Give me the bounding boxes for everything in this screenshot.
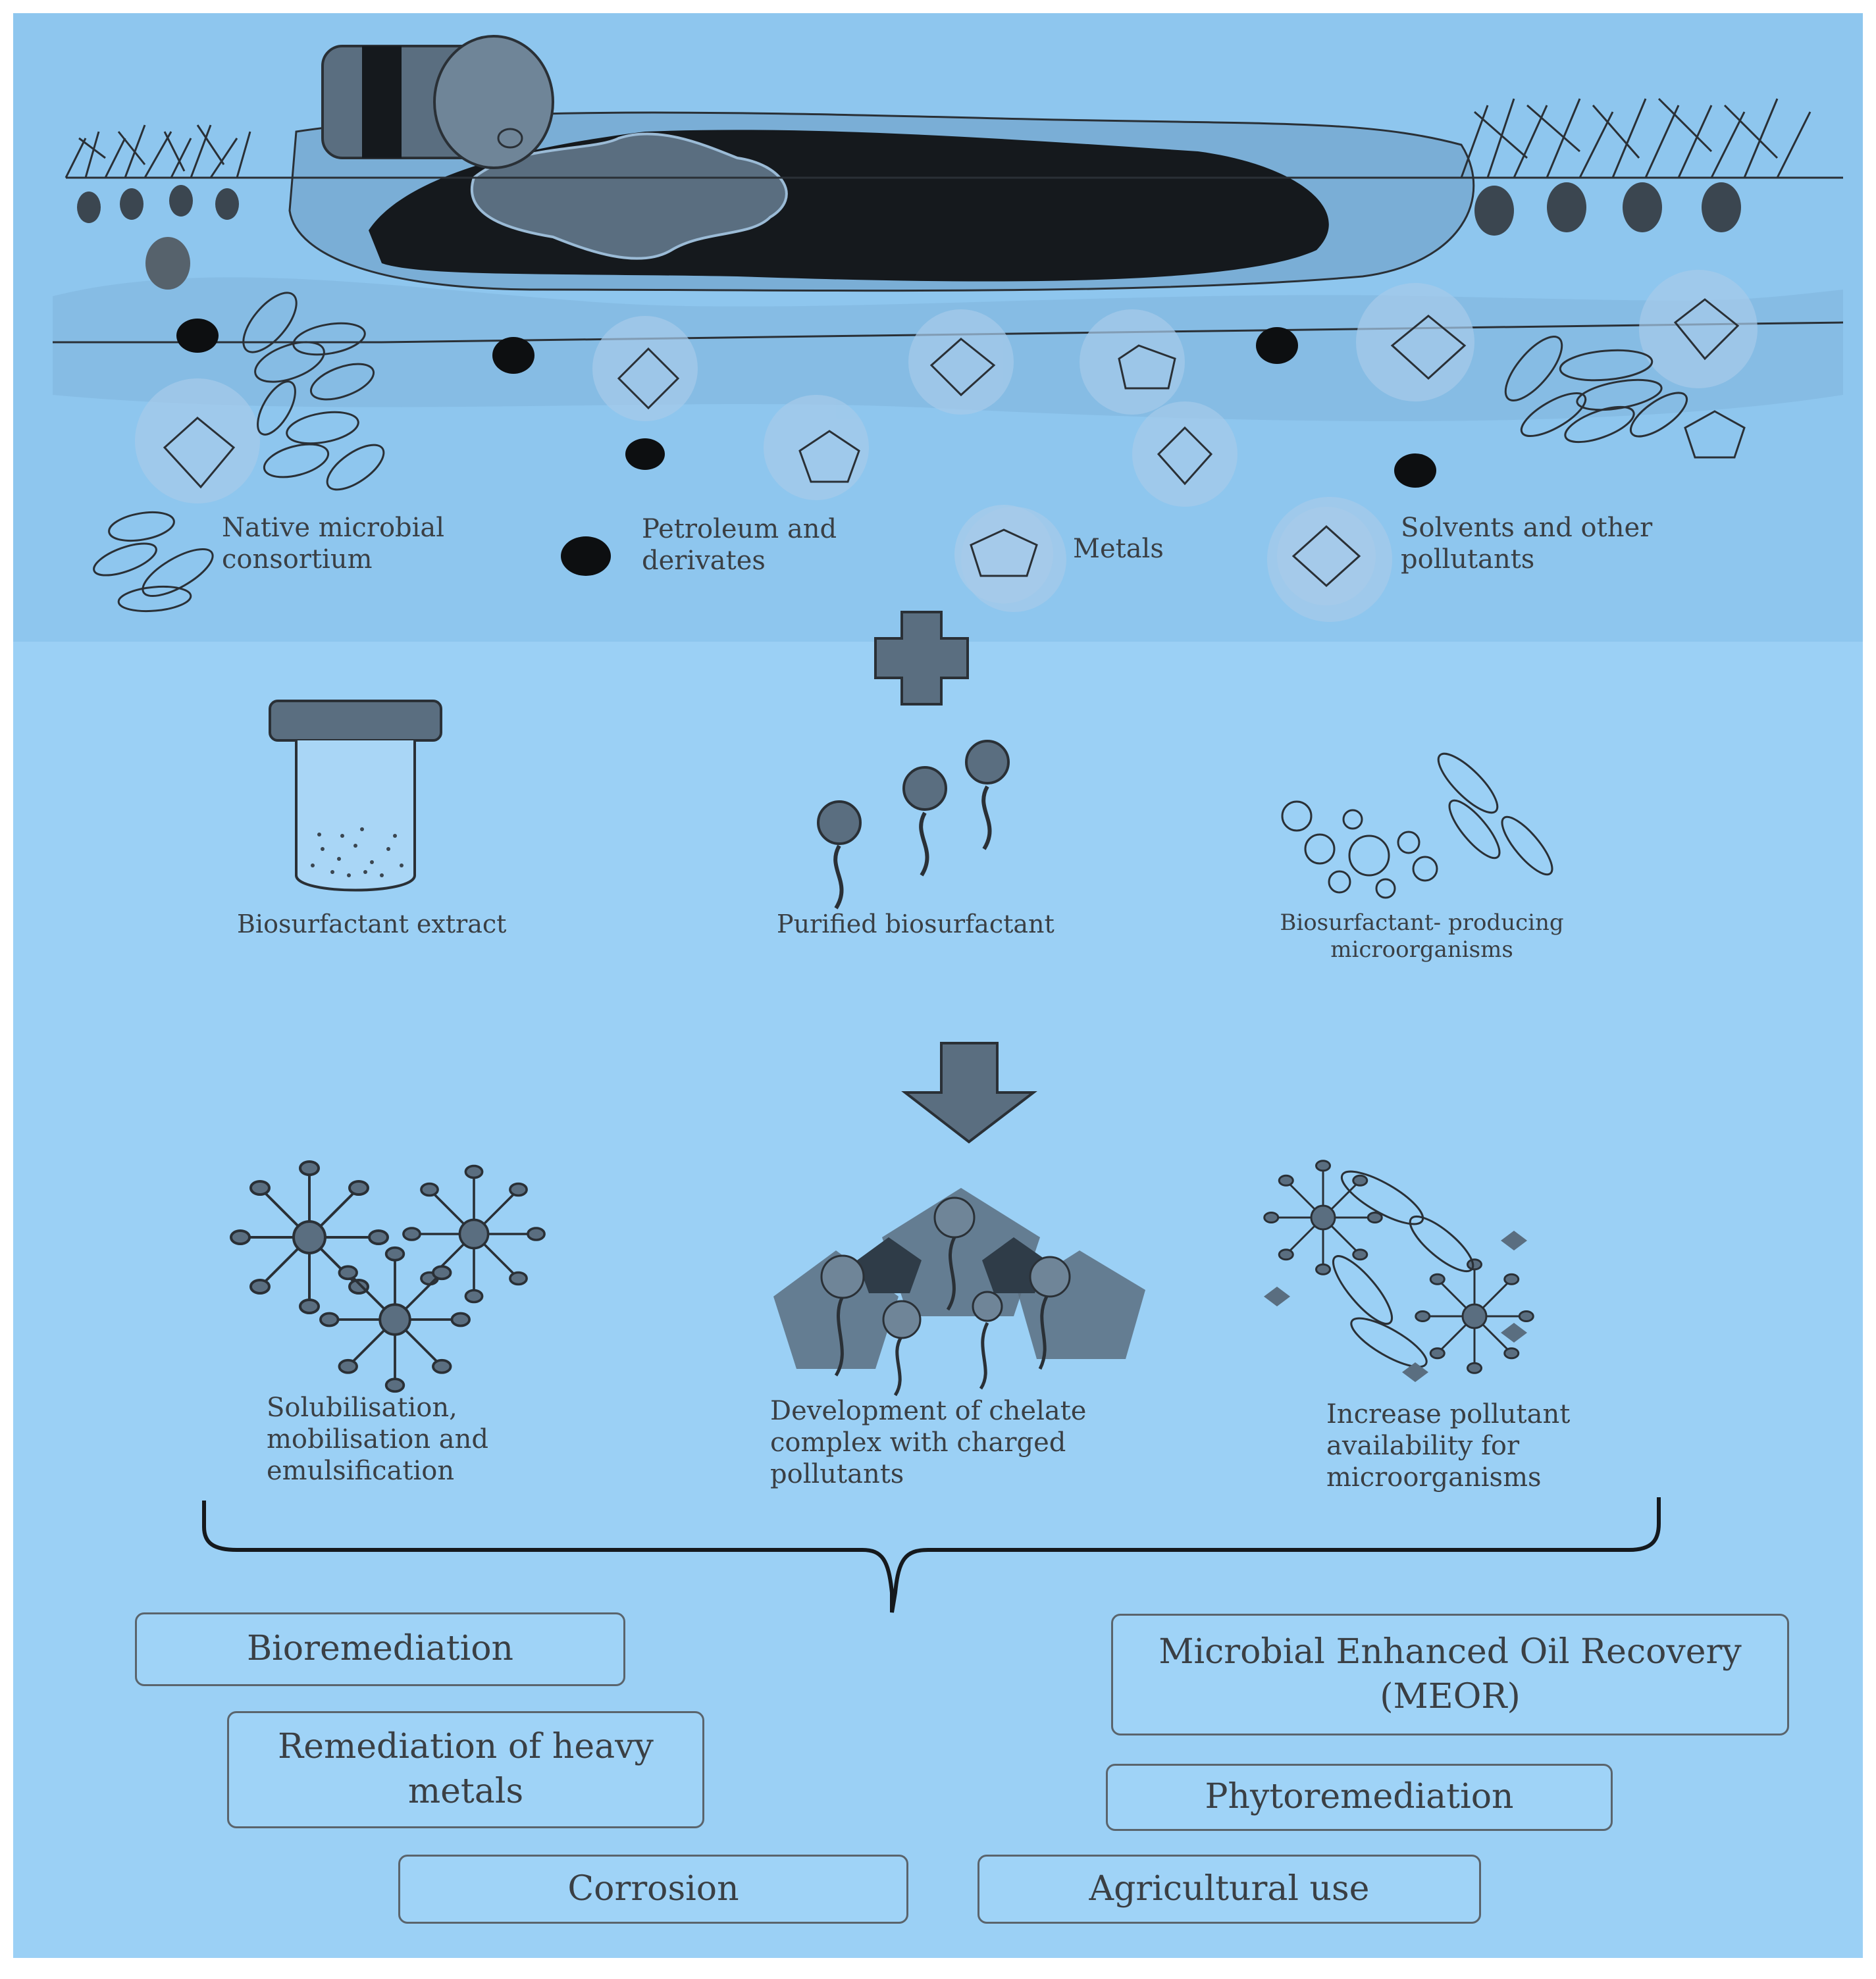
grass-right-icon (1460, 97, 1811, 178)
petroleum-dots (176, 319, 1436, 488)
legend-solvent-icon (1291, 525, 1361, 588)
corrosion-box: Corrosion (398, 1855, 908, 1924)
microbe-cluster-right (1504, 336, 1688, 444)
heavy-metals-label: Remediation of heavy metals (278, 1727, 654, 1811)
bioremediation-label: Bioremediation (246, 1629, 514, 1669)
bioremediation-box: Bioremediation (135, 1612, 625, 1686)
soil-scene (53, 35, 1844, 622)
heavy-metals-box: Remediation of heavy metals (227, 1711, 704, 1828)
phytoremediation-label: Phytoremediation (1205, 1777, 1514, 1817)
legend-metals-label: Metals (1073, 534, 1164, 564)
solvent-diamonds (163, 298, 1740, 489)
biosurfactant-extract-label: Biosurfactant extract (237, 910, 507, 938)
legend-microbial-label: Native microbial consortium (222, 513, 445, 575)
legend-metal-icon (970, 528, 1038, 577)
producing-microorganisms-label: Biosurfactant- producing microorganisms (1280, 910, 1564, 963)
oil-barrel-icon (321, 35, 554, 169)
corrosion-label: Corrosion (567, 1868, 739, 1909)
legend-solvents-label: Solvents and other pollutants (1401, 513, 1653, 575)
illustration-canvas (53, 35, 1844, 1613)
phytoremediation-box: Phytoremediation (1106, 1764, 1613, 1831)
metal-pentagons (798, 344, 1746, 483)
agricultural-use-box: Agricultural use (977, 1855, 1481, 1924)
grass-left-icon (65, 124, 251, 178)
legend-petroleum-label: Petroleum and derivates (642, 514, 837, 576)
legend-petroleum-icon (561, 536, 611, 576)
curly-brace (202, 1497, 1661, 1613)
chelate-complex-label: Development of chelate complex with char… (770, 1396, 1087, 1489)
micelles-icon (230, 1160, 546, 1393)
roots-right (1474, 182, 1741, 236)
purified-biosurfactant-label: Purified biosurfactant (777, 910, 1055, 938)
agricultural-use-label: Agricultural use (1089, 1868, 1370, 1909)
figure: Native microbial consortium Petroleum an… (13, 13, 1863, 1958)
microbe-cluster-left (242, 292, 385, 491)
legend-microbe-icon (93, 511, 214, 613)
meor-label: Microbial Enhanced Oil Recovery (MEOR) (1159, 1632, 1742, 1716)
vial-icon (269, 700, 442, 892)
solubilisation-label: Solubilisation, mobilisation and emulsif… (267, 1393, 489, 1486)
meor-box: Microbial Enhanced Oil Recovery (MEOR) (1111, 1614, 1789, 1735)
chelate-complex-icon (773, 1188, 1145, 1397)
pollutant-availability-icon (1263, 1160, 1534, 1382)
purified-biosurfactant-icon (817, 740, 1010, 910)
roots-left (77, 185, 239, 290)
down-arrow-icon (901, 1042, 1037, 1144)
pollutant-availability-label: Increase pollutant availability for micr… (1326, 1399, 1571, 1493)
producing-microorganisms-icon (1281, 752, 1553, 899)
plus-icon (874, 611, 969, 706)
